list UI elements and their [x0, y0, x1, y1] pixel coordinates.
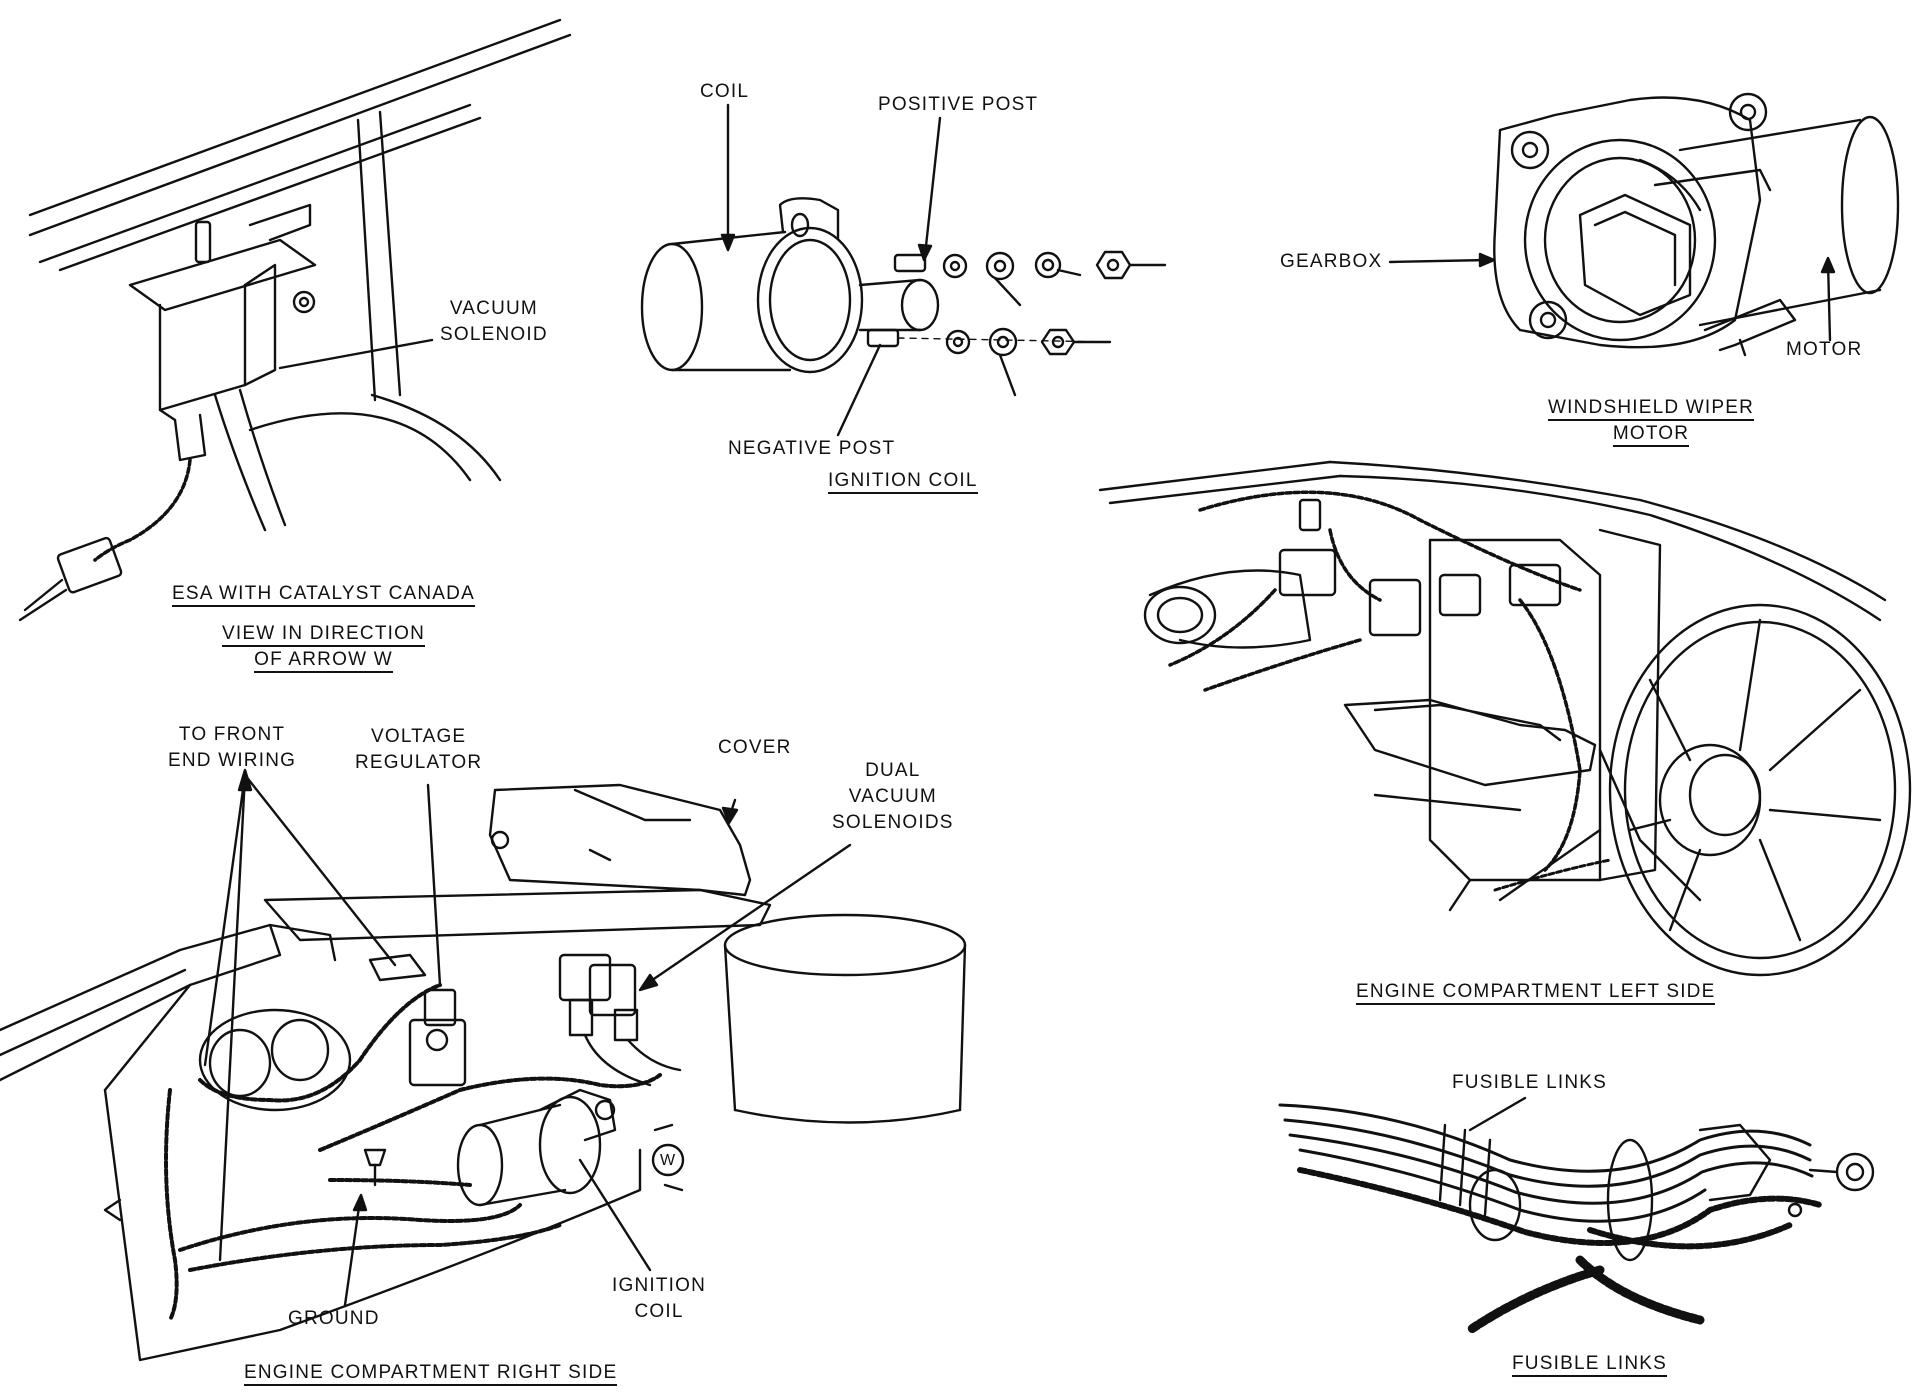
- label-ground: GROUND: [288, 1308, 380, 1329]
- label-to-front-end-wiring-line-1: TO FRONT: [178, 724, 286, 745]
- engine-right-illustration: [0, 768, 967, 1362]
- label-to-front-end-wiring-line-2: END WIRING: [168, 750, 297, 771]
- label-w-marker: W: [660, 1152, 677, 1169]
- wiper-motor-illustration: [1388, 92, 1900, 357]
- label-vacuum-solenoid-line-2: SOLENOID: [440, 324, 548, 345]
- label-negative-post: NEGATIVE POST: [728, 438, 896, 459]
- caption-engine-right-text: ENGINE COMPARTMENT RIGHT SIDE: [244, 1362, 618, 1386]
- label-to-front-end-wiring: TO FRONT END WIRING: [168, 722, 296, 774]
- engine-left-illustration: [1098, 460, 1912, 977]
- label-ignition-coil-part: IGNITION COIL: [612, 1273, 706, 1325]
- fusible-links-illustration: [1278, 1096, 1875, 1335]
- label-dual-vacuum-solenoids: DUAL VACUUM SOLENOIDS: [832, 758, 954, 836]
- caption-view-direction-line-2: OF ARROW W: [254, 649, 393, 673]
- label-dual-vacuum-solenoids-line-1: DUAL: [865, 760, 921, 781]
- caption-fusible-links-text: FUSIBLE LINKS: [1512, 1353, 1667, 1377]
- label-vacuum-solenoid-line-1: VACUUM: [449, 298, 538, 319]
- caption-windshield-wiper-motor-line-2: MOTOR: [1612, 423, 1690, 447]
- caption-windshield-wiper-motor: WINDSHIELD WIPER MOTOR: [1548, 395, 1755, 447]
- label-voltage-regulator: VOLTAGE REGULATOR: [355, 724, 482, 776]
- label-voltage-regulator-line-1: VOLTAGE: [370, 726, 467, 747]
- label-fusible-links-part: FUSIBLE LINKS: [1452, 1072, 1607, 1093]
- caption-ignition-coil-text: IGNITION COIL: [828, 470, 978, 494]
- label-ignition-coil-part-line-1: IGNITION: [612, 1275, 707, 1296]
- label-dual-vacuum-solenoids-line-2: VACUUM: [848, 786, 937, 807]
- caption-engine-left: ENGINE COMPARTMENT LEFT SIDE: [1356, 979, 1716, 1005]
- label-coil: COIL: [700, 81, 750, 102]
- label-motor: MOTOR: [1786, 339, 1863, 360]
- caption-fusible-links: FUSIBLE LINKS: [1512, 1351, 1667, 1377]
- caption-view-direction-line-1: VIEW IN DIRECTION: [222, 623, 426, 647]
- vacuum-solenoid-illustration: [18, 18, 572, 622]
- caption-esa-catalyst: ESA WITH CATALYST CANADA: [172, 581, 475, 607]
- caption-windshield-wiper-motor-line-1: WINDSHIELD WIPER: [1548, 397, 1755, 421]
- caption-esa-catalyst-text: ESA WITH CATALYST CANADA: [172, 583, 475, 607]
- caption-engine-left-text: ENGINE COMPARTMENT LEFT SIDE: [1356, 981, 1716, 1005]
- label-vacuum-solenoid: VACUUM SOLENOID: [440, 296, 548, 348]
- label-voltage-regulator-line-2: REGULATOR: [355, 752, 483, 773]
- caption-view-direction: VIEW IN DIRECTION OF ARROW W: [222, 621, 426, 673]
- label-gearbox: GEARBOX: [1280, 251, 1383, 272]
- caption-engine-right: ENGINE COMPARTMENT RIGHT SIDE: [244, 1360, 618, 1386]
- label-ignition-coil-part-line-2: COIL: [634, 1301, 684, 1322]
- caption-ignition-coil: IGNITION COIL: [828, 468, 978, 494]
- label-dual-vacuum-solenoids-line-3: SOLENOIDS: [832, 812, 954, 833]
- ignition-coil-illustration: [640, 103, 1167, 437]
- label-cover: COVER: [718, 737, 792, 758]
- label-positive-post: POSITIVE POST: [878, 94, 1039, 115]
